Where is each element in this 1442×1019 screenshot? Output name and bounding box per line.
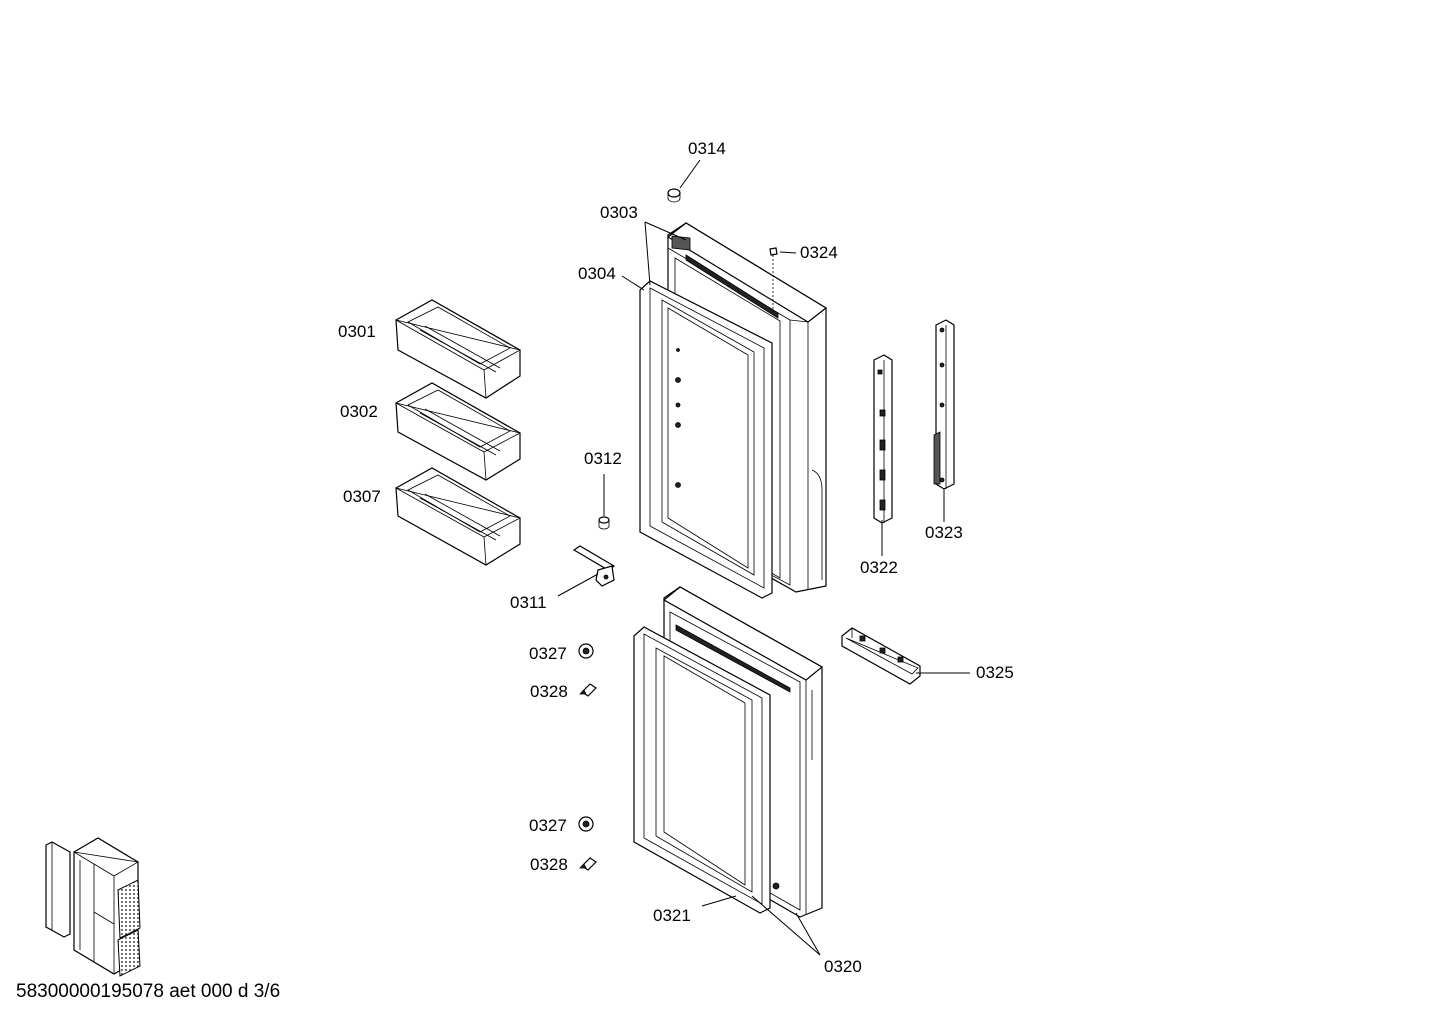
label-0324: 0324 xyxy=(800,243,838,262)
leader-lines xyxy=(557,159,970,956)
model-thumbnail xyxy=(45,837,141,977)
cap-0314-part xyxy=(667,188,681,203)
label-0301: 0301 xyxy=(338,322,376,341)
label-0307: 0307 xyxy=(343,487,381,506)
label-0322: 0322 xyxy=(860,558,898,577)
label-0320: 0320 xyxy=(824,957,862,976)
label-0312: 0312 xyxy=(584,449,622,468)
label-0327-lower: 0327 xyxy=(529,816,567,835)
label-0311: 0311 xyxy=(510,593,547,612)
label-0303: 0303 xyxy=(600,203,638,222)
label-0325: 0325 xyxy=(976,663,1014,682)
hinge-0311-part xyxy=(572,545,616,587)
upper-gasket-part xyxy=(639,280,773,599)
label-0321: 0321 xyxy=(653,906,691,925)
hinge-bracket-0323-part xyxy=(933,319,955,490)
label-0328-upper: 0328 xyxy=(530,682,568,701)
pin-0324-part xyxy=(769,247,778,312)
label-0327-upper: 0327 xyxy=(529,644,567,663)
screw-0328-lower-part xyxy=(579,857,597,871)
bushing-0312-part xyxy=(598,516,610,530)
handle-mount-0325-part xyxy=(841,627,921,685)
stop-0327-lower-part xyxy=(578,816,594,832)
hinge-bracket-0322-part xyxy=(873,354,893,524)
label-0323: 0323 xyxy=(925,523,963,542)
door-shelf-0307 xyxy=(395,467,522,566)
door-shelf-0301 xyxy=(395,299,522,399)
stop-0327-upper-part xyxy=(578,643,594,659)
label-0302: 0302 xyxy=(340,402,378,421)
label-0314: 0314 xyxy=(688,139,726,158)
label-0304: 0304 xyxy=(578,264,616,283)
door-shelf-0302 xyxy=(395,382,522,481)
lower-gasket-part xyxy=(633,626,780,914)
screw-0328-upper-part xyxy=(579,683,597,697)
document-reference-footer: 58300000195078 aet 000 d 3/6 xyxy=(16,981,281,1002)
label-0328-lower: 0328 xyxy=(530,855,568,874)
